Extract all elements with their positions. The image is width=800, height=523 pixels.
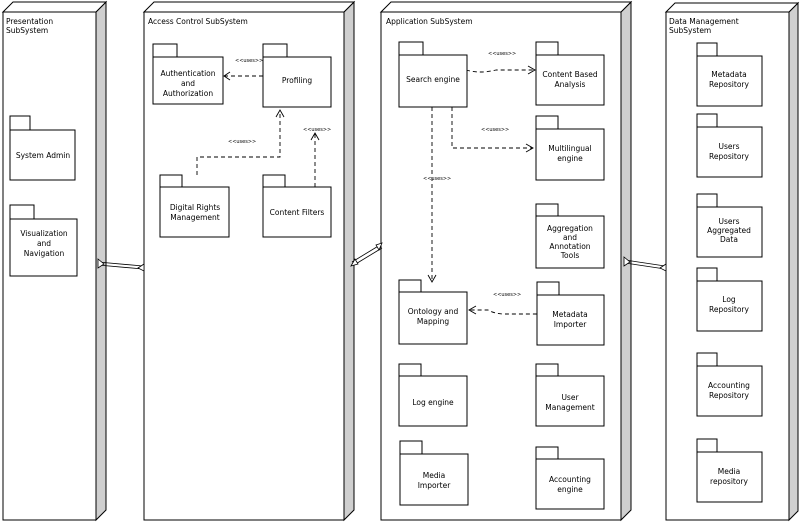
svg-text:Navigation: Navigation xyxy=(24,249,65,258)
svg-text:engine: engine xyxy=(557,485,583,494)
svg-text:Repository: Repository xyxy=(709,391,749,400)
dep-metadata-ontology xyxy=(469,309,537,315)
package-user-management: User Management xyxy=(535,363,605,427)
svg-text:Repository: Repository xyxy=(709,80,749,89)
node-connector-access-application xyxy=(350,242,383,267)
svg-text:Media: Media xyxy=(718,467,741,476)
uses-label-filters: <<uses>> xyxy=(303,127,331,133)
svg-text:Profiling: Profiling xyxy=(282,76,313,85)
uses-label-auth: <<uses>> xyxy=(235,58,263,64)
svg-text:Repository: Repository xyxy=(709,152,749,161)
package-profiling: Profiling xyxy=(262,43,332,108)
arrowhead-ontology-metadata xyxy=(468,305,477,315)
svg-text:Aggregation: Aggregation xyxy=(547,224,593,233)
presentation-title-2: SubSystem xyxy=(6,26,48,35)
data-title-2: SubSystem xyxy=(669,26,711,35)
svg-text:Ontology and: Ontology and xyxy=(408,307,459,316)
svg-text:Authentication: Authentication xyxy=(160,69,215,78)
node-connector-application-data xyxy=(623,256,667,272)
svg-text:Log: Log xyxy=(722,295,736,304)
svg-text:Annotation: Annotation xyxy=(549,242,590,251)
arrowhead-profiling-drm xyxy=(275,109,285,118)
svg-text:Media: Media xyxy=(423,471,446,480)
data-title-1: Data Management xyxy=(669,17,739,26)
package-media-importer: Media Importer xyxy=(399,440,469,506)
package-aggregation-annotation-tools: Aggregation and Annotation Tools xyxy=(535,203,605,269)
package-search-engine: Search engine xyxy=(398,41,468,108)
svg-text:Log engine: Log engine xyxy=(412,398,454,407)
package-accounting-repository: Accounting Repository xyxy=(696,352,763,417)
arrowhead-auth xyxy=(223,71,231,81)
svg-text:and: and xyxy=(563,233,577,242)
svg-text:Accounting: Accounting xyxy=(708,381,750,390)
arrowhead-multilingual xyxy=(525,143,534,153)
svg-text:Search engine: Search engine xyxy=(406,75,460,84)
arrowhead-content xyxy=(527,65,536,75)
svg-text:Management: Management xyxy=(545,403,594,412)
svg-text:Content Based: Content Based xyxy=(542,70,597,79)
package-users-repository: Users Repository xyxy=(696,113,763,178)
presentation-title-1: Presentation xyxy=(6,17,53,26)
svg-text:Digital Rights: Digital Rights xyxy=(170,203,220,212)
svg-text:Repository: Repository xyxy=(709,305,749,314)
svg-text:and: and xyxy=(181,79,195,88)
svg-text:Content Filters: Content Filters xyxy=(270,208,325,217)
node-data-management-subsystem: Data Management SubSystem xyxy=(664,1,800,522)
svg-text:Aggregated: Aggregated xyxy=(707,226,751,235)
svg-text:Visualization: Visualization xyxy=(20,229,68,238)
package-ontology-mapping: Ontology and Mapping xyxy=(398,279,468,345)
arrowhead-profiling-filters xyxy=(310,132,320,141)
svg-text:Management: Management xyxy=(170,213,219,222)
package-digital-rights-management: Digital Rights Management xyxy=(159,174,230,238)
package-content-filters: Content Filters xyxy=(262,174,332,238)
package-content-based-analysis: Content Based Analysis xyxy=(535,41,605,106)
svg-text:Data: Data xyxy=(720,235,738,244)
dep-search-content xyxy=(465,69,535,73)
package-metadata-importer: Metadata Importer xyxy=(536,281,605,346)
uses-label-metadata: <<uses>> xyxy=(493,292,521,298)
package-media-repository: Media repository xyxy=(696,438,763,503)
package-log-repository: Log Repository xyxy=(696,267,763,332)
svg-text:System Admin: System Admin xyxy=(16,151,71,160)
svg-text:Authorization: Authorization xyxy=(163,89,213,98)
uses-label-multilingual: <<uses>> xyxy=(481,127,509,133)
node-connector-presentation-access xyxy=(97,258,145,272)
svg-text:Multilingual: Multilingual xyxy=(548,144,591,153)
dep-drm-profiling xyxy=(196,110,281,175)
dep-search-multilingual xyxy=(451,107,533,149)
svg-text:Users: Users xyxy=(718,217,739,226)
svg-text:Users: Users xyxy=(718,142,739,151)
uses-label-ontology: <<uses>> xyxy=(423,176,451,182)
svg-text:engine: engine xyxy=(557,154,583,163)
uses-label-content: <<uses>> xyxy=(488,51,516,57)
package-system-admin: System Admin xyxy=(9,115,76,181)
svg-text:Metadata: Metadata xyxy=(552,310,588,319)
svg-text:and: and xyxy=(37,239,51,248)
package-metadata-repository: Metadata Repository xyxy=(696,42,763,107)
package-authentication-authorization: Authentication and Authorization xyxy=(152,43,224,105)
svg-text:User: User xyxy=(561,393,579,402)
application-title: Application SubSystem xyxy=(386,17,473,26)
arrowhead-ontology xyxy=(427,274,437,283)
access-title: Access Control SubSystem xyxy=(148,17,248,26)
svg-text:Importer: Importer xyxy=(554,320,588,329)
svg-text:Metadata: Metadata xyxy=(711,70,747,79)
package-multilingual-engine: Multilingual engine xyxy=(535,115,605,181)
svg-text:Mapping: Mapping xyxy=(417,317,449,326)
svg-text:repository: repository xyxy=(710,477,748,486)
package-visualization-navigation: Visualization and Navigation xyxy=(9,204,78,277)
uses-label-drm: <<uses>> xyxy=(228,139,256,145)
svg-text:Importer: Importer xyxy=(418,481,452,490)
svg-text:Accounting: Accounting xyxy=(549,475,591,484)
package-log-engine: Log engine xyxy=(398,363,468,427)
svg-text:Analysis: Analysis xyxy=(555,80,586,89)
package-accounting-engine: Accounting engine xyxy=(535,446,605,510)
package-users-aggregated-data: Users Aggregated Data xyxy=(696,193,763,258)
svg-text:Tools: Tools xyxy=(560,251,580,260)
